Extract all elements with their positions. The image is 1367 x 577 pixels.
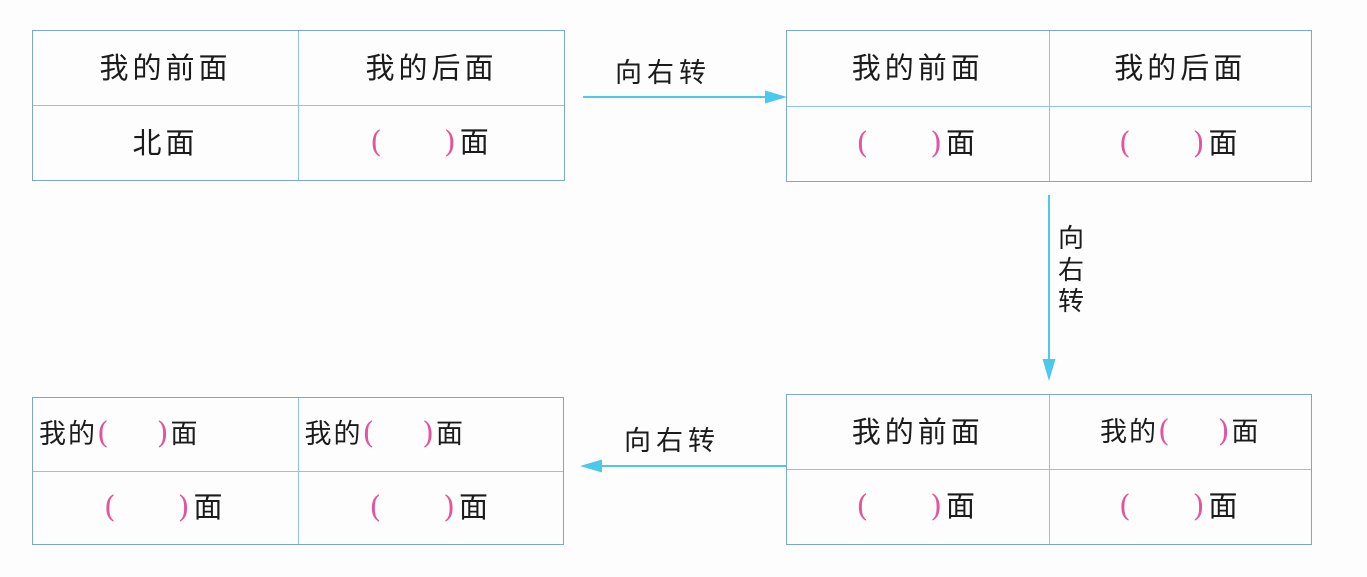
table-row: 我的前面 我的后面 [787, 31, 1311, 107]
table-row: 北面 ()面 [33, 106, 564, 180]
blank-answer[interactable]: ()面 [1119, 492, 1241, 522]
blank-answer[interactable]: ()面 [1119, 125, 1242, 161]
arrow-right-label-char-1: 向 [1057, 224, 1084, 254]
face-suffix: 面 [170, 419, 200, 451]
header-label-front: 我的前面 [851, 50, 984, 85]
paren-open-icon: ( [856, 125, 873, 161]
paren-close-icon: ) [443, 125, 460, 160]
paren-close-icon: ) [930, 125, 946, 161]
paren-open-icon: ( [362, 416, 377, 452]
answer-cell-front-blank[interactable]: ()面 [787, 106, 1050, 181]
face-suffix: 面 [193, 489, 227, 524]
header-label-back: 我的后面 [365, 50, 498, 85]
my-prefix: 我的 [1100, 417, 1159, 448]
face-suffix: 面 [435, 419, 465, 451]
paren-close-icon: ) [1192, 125, 1209, 161]
table-row: ()面 ()面 [33, 471, 564, 545]
paren-open-icon: ( [104, 489, 120, 525]
face-suffix: 面 [1208, 125, 1242, 160]
my-prefix: 我的 [304, 419, 363, 451]
header-label-back: 我的后面 [1114, 50, 1247, 85]
header-label-front: 我的前面 [851, 414, 984, 449]
paren-close-icon: ) [1217, 414, 1232, 449]
blank-answer[interactable]: 我的()面 [39, 419, 199, 449]
answer-cell-back-blank[interactable]: ()面 [1050, 470, 1312, 544]
arrow-bottom [576, 459, 786, 473]
blank-answer[interactable]: ()面 [370, 128, 492, 158]
table-row: 我的()面 我的()面 [33, 398, 563, 472]
paren-open-icon: ( [1119, 125, 1135, 161]
paren-close-icon: ) [156, 416, 171, 452]
arrow-bottom-label: 向右转 [624, 426, 720, 457]
table-top-left: 我的前面 我的后面 北面 ()面 [32, 30, 565, 181]
answer-cell-front-blank[interactable]: ()面 [33, 471, 299, 544]
answer-cell-front: 北面 [33, 106, 299, 180]
answer-cell-front-blank[interactable]: ()面 [787, 470, 1050, 544]
face-suffix: 面 [459, 125, 493, 159]
paren-open-icon: ( [856, 489, 873, 524]
blank-answer[interactable]: 我的()面 [1100, 417, 1260, 447]
answer-text-north: 北面 [132, 125, 199, 160]
blank-answer[interactable]: ()面 [857, 492, 979, 522]
header-cell-back-blank[interactable]: 我的()面 [299, 398, 564, 471]
face-suffix: 面 [945, 125, 979, 160]
paren-open-icon: ( [369, 489, 386, 525]
face-suffix: 面 [945, 489, 979, 523]
header-cell-back: 我的后面 [1050, 31, 1312, 106]
header-cell-front-blank[interactable]: 我的()面 [33, 398, 299, 471]
paren-close-icon: ) [443, 489, 459, 525]
my-prefix: 我的 [39, 419, 97, 451]
header-cell-back-blank[interactable]: 我的()面 [1050, 395, 1312, 469]
paren-open-icon: ( [370, 125, 386, 160]
header-cell-front: 我的前面 [787, 31, 1050, 106]
arrow-right [1042, 195, 1056, 381]
paren-open-icon: ( [1158, 414, 1172, 449]
table-row: 我的前面 我的后面 [33, 31, 564, 106]
header-cell-front: 我的前面 [33, 31, 299, 105]
arrow-top [583, 90, 787, 104]
table-row: 我的前面 我的()面 [787, 395, 1311, 470]
face-suffix: 面 [1231, 417, 1261, 448]
blank-answer[interactable]: 我的()面 [305, 419, 465, 449]
face-suffix: 面 [458, 489, 492, 524]
blank-answer[interactable]: ()面 [104, 489, 227, 525]
paren-close-icon: ) [422, 416, 436, 452]
table-bottom-right: 我的前面 我的()面 ()面 ()面 [786, 394, 1312, 545]
blank-answer[interactable]: ()面 [856, 125, 979, 161]
table-bottom-left: 我的()面 我的()面 ()面 ()面 [32, 397, 564, 545]
arrow-right-label-char-2: 右 [1057, 255, 1084, 286]
header-cell-front: 我的前面 [787, 395, 1050, 469]
answer-cell-back-blank[interactable]: ()面 [1050, 107, 1312, 182]
answer-cell-back-blank[interactable]: ()面 [299, 472, 564, 545]
table-top-right: 我的前面 我的后面 ()面 ()面 [786, 30, 1312, 182]
arrow-right-label-char-3: 转 [1057, 287, 1084, 318]
table-row: ()面 ()面 [787, 106, 1312, 182]
paren-open-icon: ( [1119, 489, 1135, 524]
table-row: ()面 ()面 [787, 470, 1311, 544]
arrow-right-label: 向 右 转 [1055, 224, 1087, 319]
paren-close-icon: ) [177, 489, 194, 525]
blank-answer[interactable]: ()面 [369, 489, 492, 525]
paren-close-icon: ) [930, 489, 946, 524]
face-suffix: 面 [1208, 489, 1242, 523]
paren-open-icon: ( [97, 416, 111, 452]
answer-cell-back-blank[interactable]: ()面 [299, 106, 564, 180]
arrow-top-label: 向右转 [615, 58, 711, 89]
header-cell-back: 我的后面 [299, 31, 564, 105]
header-label-front: 我的前面 [99, 50, 232, 85]
paren-close-icon: ) [1192, 489, 1209, 524]
